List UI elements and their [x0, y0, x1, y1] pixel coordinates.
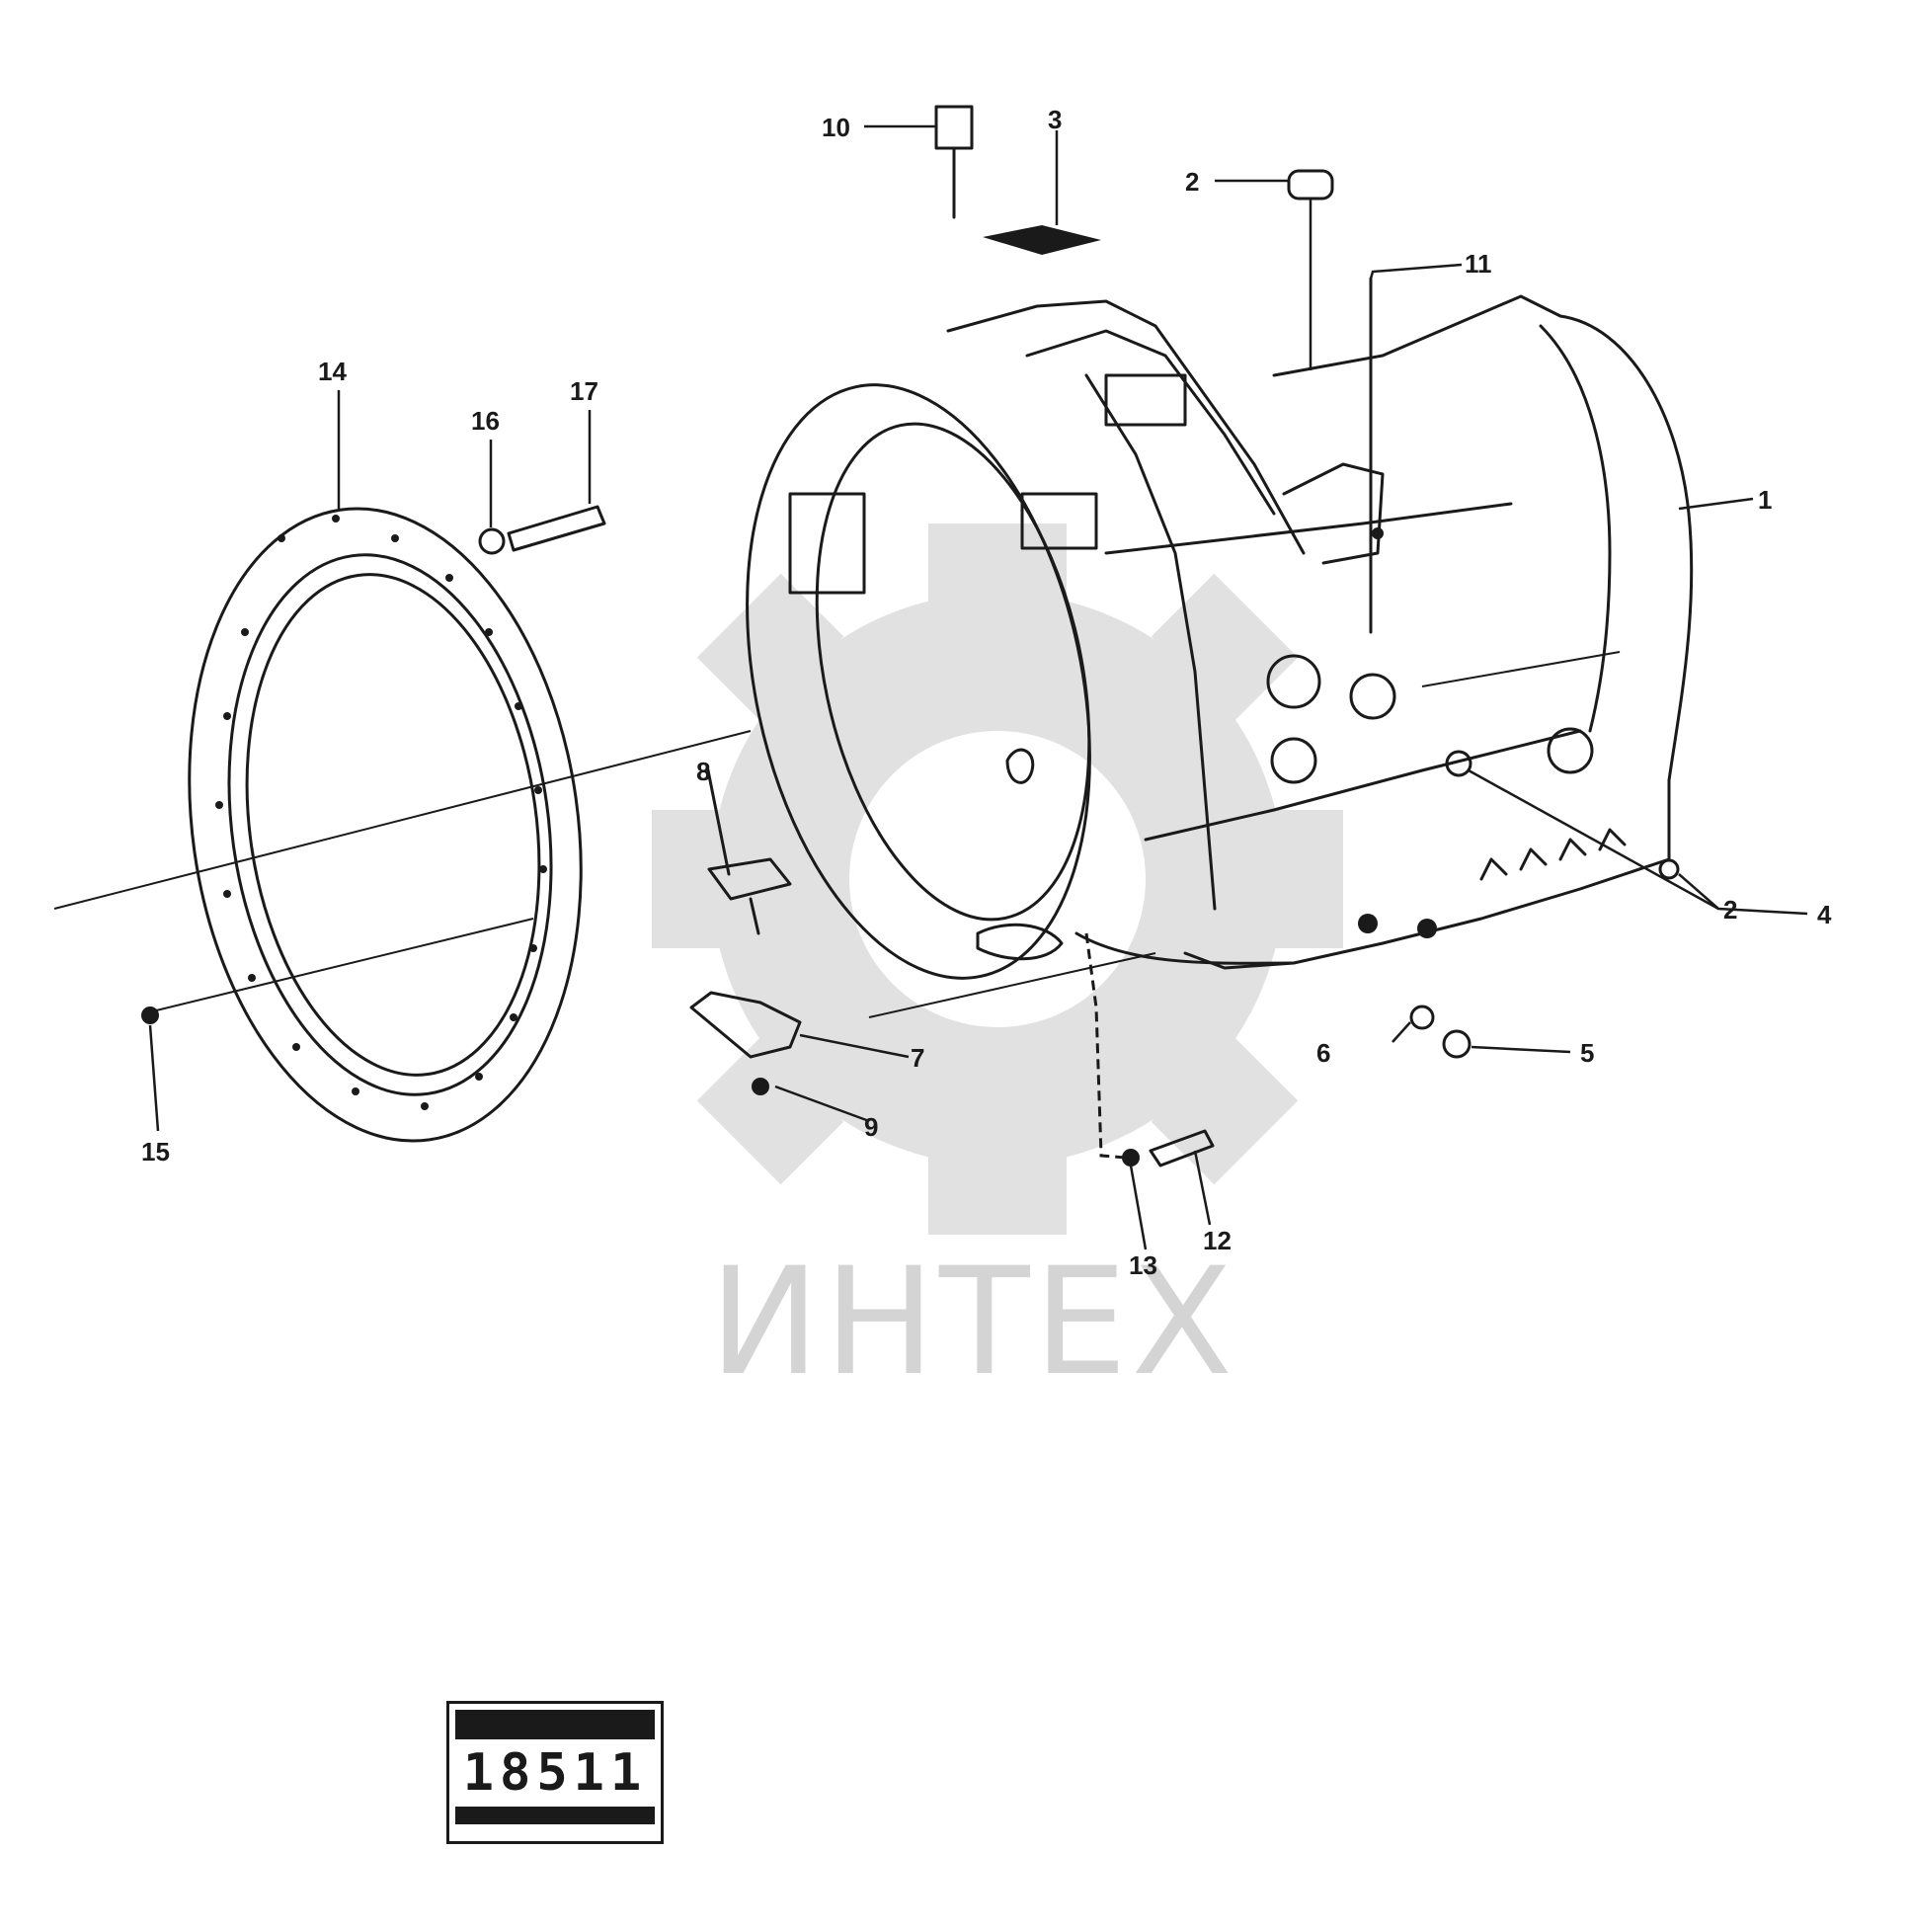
callout-7: 7: [911, 1043, 924, 1073]
callout-4: 4: [1817, 900, 1832, 929]
leader-lines: [148, 124, 1808, 1250]
callout-8: 8: [696, 757, 710, 786]
label-header: [455, 1710, 655, 1739]
callout-17: 17: [570, 376, 598, 406]
callout-2-bottom: 2: [1723, 895, 1737, 925]
callout-5: 5: [1580, 1038, 1594, 1068]
callout-1: 1: [1758, 485, 1772, 515]
drawing-number-label: 18511: [446, 1701, 664, 1844]
label-footer: [455, 1807, 655, 1824]
callout-6: 6: [1316, 1038, 1330, 1068]
callout-12: 12: [1203, 1226, 1232, 1255]
watermark: ИНТЕХ: [652, 523, 1343, 1409]
callout-9: 9: [864, 1112, 878, 1142]
small-parts: [141, 105, 1680, 1167]
drawing-number: 18511: [462, 1743, 648, 1803]
callout-2-top: 2: [1185, 167, 1199, 197]
transmission-housing: [746, 294, 1694, 980]
watermark-text: ИНТЕХ: [709, 1237, 1236, 1409]
ring-flange: [188, 507, 583, 1143]
callout-3: 3: [1048, 105, 1062, 134]
callout-13: 13: [1129, 1250, 1157, 1280]
callout-16: 16: [471, 406, 500, 436]
callout-15: 15: [141, 1137, 170, 1167]
callout-11: 11: [1465, 249, 1492, 279]
callout-14: 14: [318, 357, 347, 386]
callouts: 10 3 2 11 1 14 16 17 8 2 4 6 5 7 9 15 12…: [141, 105, 1832, 1280]
callout-10: 10: [822, 113, 850, 142]
axis-lines: [53, 651, 1621, 1018]
